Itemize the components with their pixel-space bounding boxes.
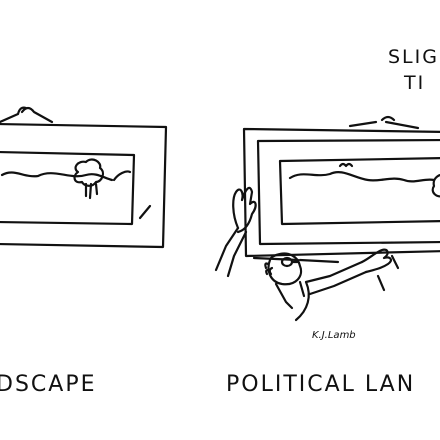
right-frame-inner — [256, 138, 440, 246]
right-picture-border — [278, 157, 440, 226]
left-frame-outer — [0, 122, 168, 249]
ear — [268, 266, 274, 276]
left-hanging-hook — [0, 106, 54, 124]
back-shoulder — [294, 280, 310, 322]
right-birds — [338, 162, 354, 168]
right-landscape-hills — [288, 171, 436, 183]
right-arm — [304, 260, 368, 296]
left-painting — [0, 106, 168, 249]
right-raised-hand — [360, 248, 393, 274]
left-tree — [73, 158, 105, 200]
caption-right: POLITICAL LAN — [226, 372, 416, 397]
left-frame-inner — [0, 150, 136, 226]
right-painting — [242, 115, 440, 258]
artist-signature: K.J.Lamb — [312, 330, 356, 341]
left-raised-hand — [232, 186, 257, 234]
head — [267, 252, 303, 286]
right-hanging-hook — [348, 115, 420, 130]
body — [274, 280, 306, 310]
right-tree-partial — [431, 174, 440, 198]
wall-lines — [252, 254, 400, 292]
left-landscape-hills — [0, 170, 132, 182]
left-glass-glint — [138, 204, 152, 220]
hair — [264, 262, 270, 276]
right-frame-outer — [242, 127, 440, 258]
politician — [214, 186, 393, 322]
speech-text-line-1: SLIG — [388, 46, 439, 68]
speech-text-line-2: TI — [404, 72, 426, 94]
caption-left: DSCAPE — [0, 372, 97, 397]
left-arm — [214, 226, 248, 278]
